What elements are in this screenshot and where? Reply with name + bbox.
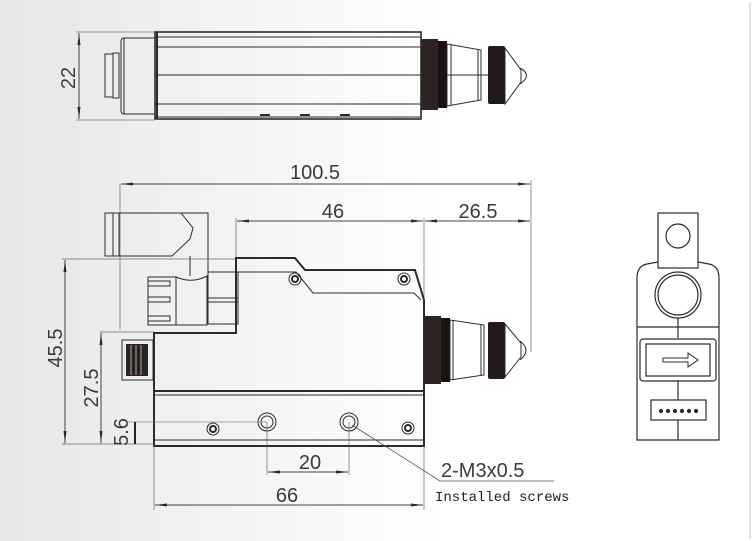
arrow-right-icon	[662, 352, 699, 368]
front-view	[62, 180, 554, 510]
side-view	[636, 212, 720, 441]
dim-connector-height: 27.5	[81, 369, 103, 408]
screw-spec-label: 2-M3x0.5	[441, 460, 524, 482]
dim-hole-pitch: 20	[299, 452, 321, 474]
right-border	[749, 2, 751, 539]
dim-total-height: 45.5	[45, 329, 67, 368]
dim-overall-length: 100.5	[290, 162, 340, 184]
dim-hole-offset: 5.6	[111, 418, 133, 446]
screw-note-label: Installed screws	[435, 490, 569, 506]
dim-head-length: 26.5	[459, 201, 498, 223]
dim-body-length: 46	[322, 201, 344, 223]
top-view	[76, 31, 527, 121]
dim-base-length: 66	[276, 485, 298, 507]
dim-top-height: 22	[58, 67, 80, 89]
